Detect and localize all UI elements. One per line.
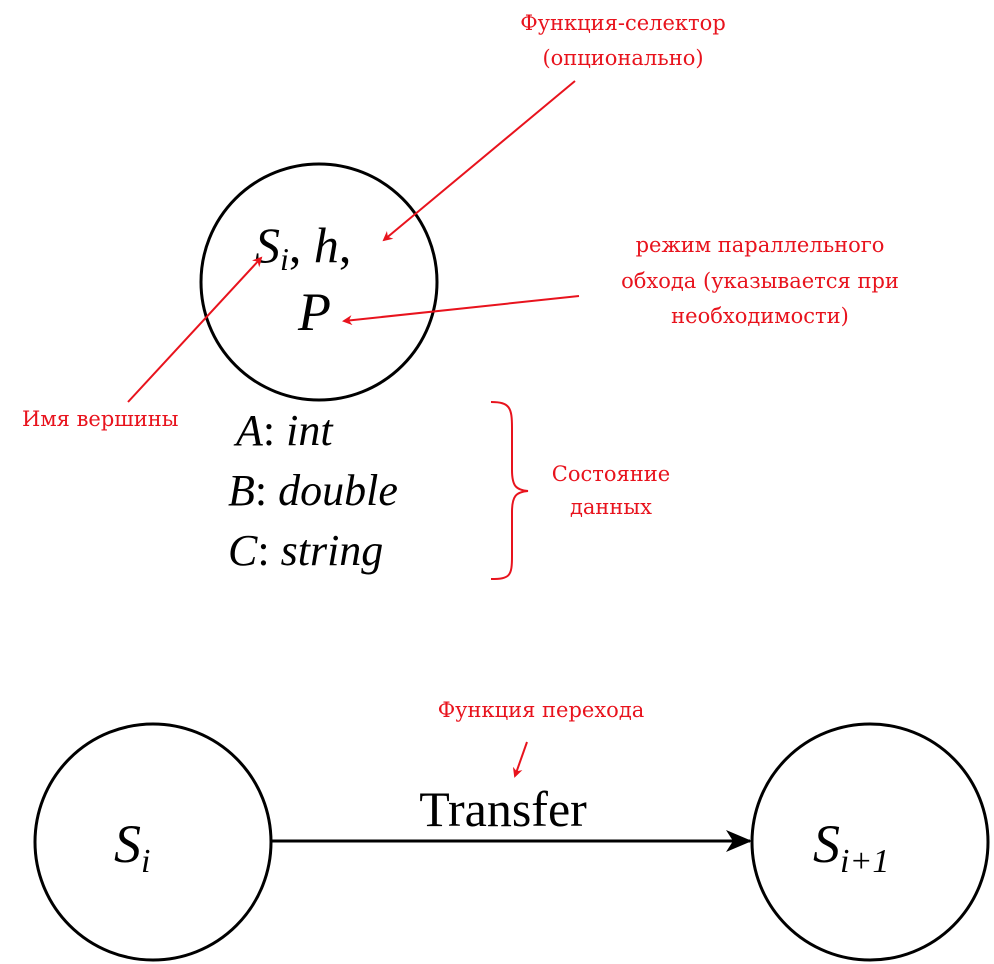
selector-annotation-arrow [382,80,576,242]
mode-annotation-line-2: обхода (указывается при [621,269,899,293]
top-node-name-subscript: i [280,241,289,277]
top-node-separator-2: , [339,217,352,273]
top-node-mode-symbol: P [297,282,331,342]
data-state-var-c: C [228,526,258,575]
selector-annotation-line-2: (опционально) [542,46,703,70]
target-state-label: Si+1 [813,814,889,880]
target-state-circle [750,722,990,962]
mode-annotation-arrow [342,295,580,326]
data-state-var-b: B [228,466,255,515]
transfer-function-annotation-arrow [512,741,528,778]
data-state-type-c: string [281,526,384,575]
data-state-colon-a: : [263,406,286,455]
data-state-annotation-line-2: данных [570,495,652,519]
data-state-annotation-line-1: Состояние [552,462,670,486]
data-state-colon-c: : [257,526,280,575]
target-state-symbol: S [813,814,840,874]
selector-annotation-line-1: Функция-селектор [520,11,726,35]
transfer-function-annotation: Функция перехода [438,698,645,722]
data-state-row-c: C: string [228,526,383,575]
top-node-selector-symbol: h [314,217,339,273]
vertex-name-annotation: Имя вершины [22,407,179,431]
top-node-name-and-selector: Si, h, [255,217,351,277]
data-state-colon-b: : [255,466,278,515]
data-state-type-a: int [286,406,334,455]
target-state-subscript: i+1 [840,843,889,880]
data-state-var-a: A [233,406,264,455]
mode-annotation-line-1: режим параллельного [636,233,885,257]
source-state-label: Si [114,814,150,880]
source-state-circle [33,722,273,962]
data-state-row-b: B: double [228,466,398,515]
transition-label: Transfer [419,781,587,837]
top-node-name-symbol: S [255,217,280,273]
top-node-circle [199,162,439,402]
source-state-subscript: i [141,843,150,880]
source-state-symbol: S [114,814,141,874]
data-state-type-b: double [278,466,398,515]
vertex-name-annotation-arrow [127,256,263,403]
top-node-separator-1: , [289,217,314,273]
data-state-brace [490,401,529,580]
data-state-row-a: A: int [233,406,334,455]
mode-annotation-line-3: необходимости) [671,304,849,328]
